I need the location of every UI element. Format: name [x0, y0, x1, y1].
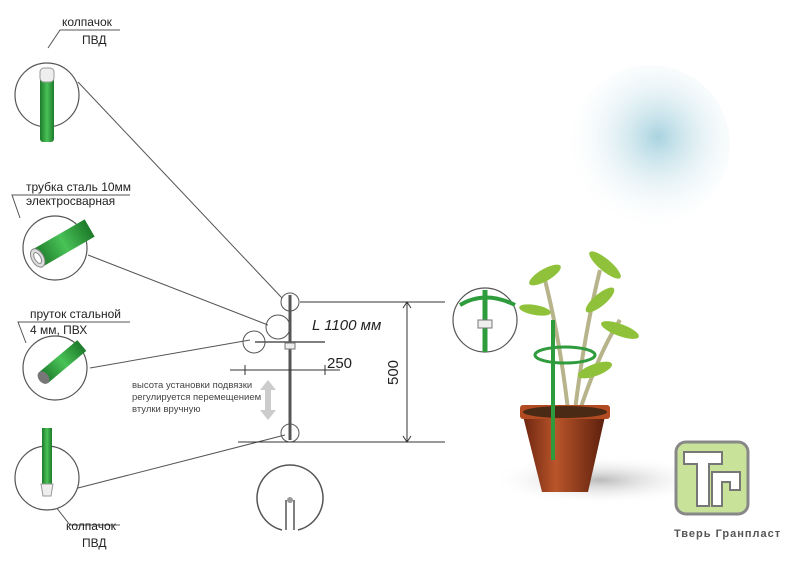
- company-logo: [674, 440, 750, 516]
- detail-cap-bottom: [14, 428, 80, 511]
- detail-cap-top: [14, 62, 80, 142]
- potted-plant: [519, 251, 639, 492]
- note-line-2: регулируется перемещением: [132, 392, 261, 403]
- label-rod-1: пруток стальной: [30, 307, 121, 321]
- dimension-width: 250: [327, 355, 352, 372]
- dimension-height: 500: [385, 360, 402, 385]
- detail-rod: [22, 335, 88, 401]
- label-cap-top-1: колпачок: [62, 15, 113, 29]
- note-line-1: высота установки подвязки: [132, 380, 252, 391]
- label-cap-bottom-2: ПВД: [82, 536, 107, 550]
- leader-lines: [11, 29, 286, 526]
- label-cap-top-2: ПВД: [82, 33, 107, 47]
- detail-tube: [22, 215, 95, 281]
- dimension-length: L 1100 мм: [312, 317, 381, 334]
- label-rod-2: 4 мм, ПВХ: [30, 323, 87, 337]
- detail-clamp: [452, 287, 518, 353]
- label-cap-bottom-1: колпачок: [66, 519, 117, 533]
- label-tube-2: электросварная: [26, 194, 115, 208]
- label-tube-1: трубка сталь 10мм: [26, 180, 131, 194]
- note-line-3: втулки вручную: [132, 404, 201, 415]
- support-drawing: [230, 292, 445, 531]
- sky-decoration: [570, 65, 730, 225]
- company-name: Тверь Гранпласт: [674, 528, 781, 540]
